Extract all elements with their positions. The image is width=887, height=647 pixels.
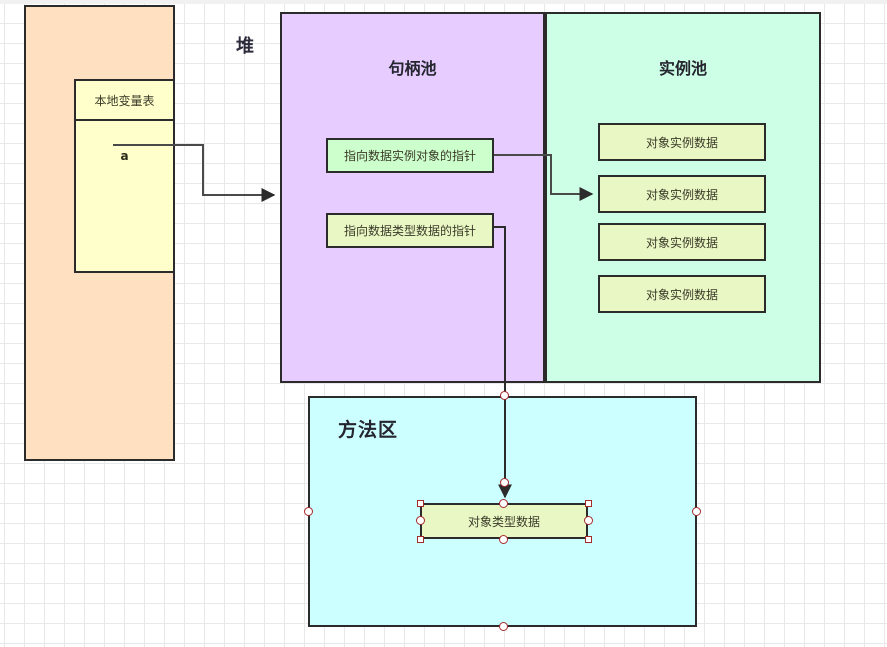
local-variable-table[interactable]: 本地变量表 a bbox=[74, 79, 175, 273]
instance-pool-title: 实例池 bbox=[658, 59, 707, 78]
selection-handle-bottom-center[interactable] bbox=[499, 535, 508, 544]
object-type-data-box[interactable]: 对象类型数据 bbox=[420, 503, 588, 539]
method-area-anchor-right[interactable] bbox=[692, 507, 701, 516]
handle-pool-region[interactable]: 句柄池 bbox=[280, 12, 545, 383]
method-area-anchor-bottom[interactable] bbox=[499, 622, 508, 631]
local-variable-table-header: 本地变量表 bbox=[76, 81, 173, 121]
instance-data-box-3[interactable]: 对象实例数据 bbox=[598, 223, 766, 261]
selection-handle-bottom-left[interactable] bbox=[417, 536, 424, 543]
stack-region[interactable]: 本地变量表 a bbox=[24, 5, 175, 461]
heap-label: 堆 bbox=[236, 36, 255, 57]
selection-handle-middle-left[interactable] bbox=[416, 516, 425, 525]
selection-handle-top-center[interactable] bbox=[499, 499, 508, 508]
pointer-to-type-data-box[interactable]: 指向数据类型数据的指针 bbox=[326, 213, 494, 248]
pointer-to-instance-data-box[interactable]: 指向数据实例对象的指针 bbox=[326, 138, 494, 173]
connector-waypoint-handle-mid[interactable] bbox=[500, 478, 509, 487]
selection-handle-bottom-right[interactable] bbox=[585, 536, 592, 543]
canvas-top-strip bbox=[0, 0, 887, 4]
local-variable-slot-a[interactable]: a bbox=[120, 149, 129, 163]
connector-waypoint-handle-top[interactable] bbox=[500, 391, 509, 400]
selection-handle-top-left[interactable] bbox=[417, 500, 424, 507]
instance-data-box-1[interactable]: 对象实例数据 bbox=[598, 123, 766, 161]
selection-handle-top-right[interactable] bbox=[585, 500, 592, 507]
instance-data-box-4[interactable]: 对象实例数据 bbox=[598, 275, 766, 313]
instance-data-box-2[interactable]: 对象实例数据 bbox=[598, 175, 766, 213]
handle-pool-title: 句柄池 bbox=[388, 59, 437, 78]
method-area-anchor-left[interactable] bbox=[304, 507, 313, 516]
method-area-title: 方法区 bbox=[338, 419, 399, 441]
selection-handle-middle-right[interactable] bbox=[584, 516, 593, 525]
